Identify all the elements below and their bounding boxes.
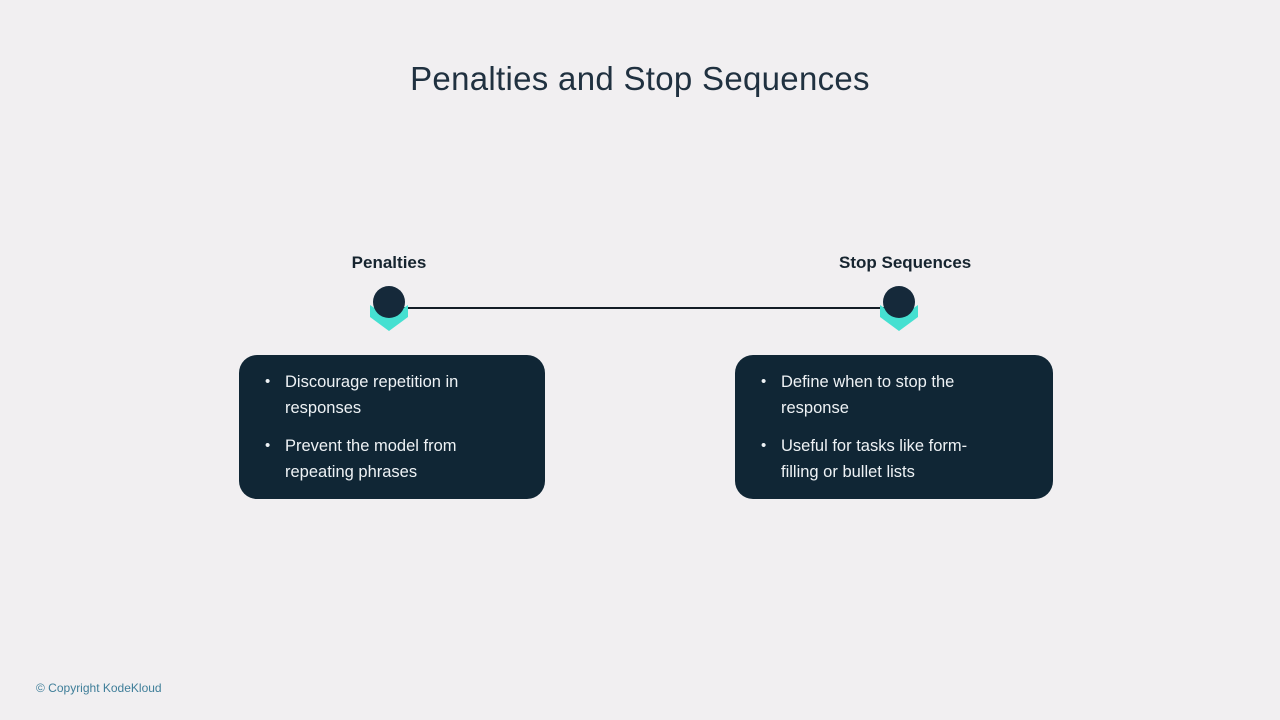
node-marker [879, 286, 919, 331]
bullet-icon: • [761, 437, 767, 454]
bullet-icon: • [761, 373, 767, 390]
bullet-icon: • [265, 437, 271, 454]
bullet-text: Useful for tasks like form- filling or b… [781, 437, 968, 481]
bullet-icon: • [265, 373, 271, 390]
list-item: • Useful for tasks like form- filling or… [753, 433, 1033, 485]
list-item: • Prevent the model from repeating phras… [257, 433, 525, 485]
copyright-text: © Copyright KodeKloud [36, 681, 162, 695]
node-circle [883, 286, 915, 318]
list-item: • Discourage repetition in responses [257, 369, 525, 421]
node-label-stop-sequences: Stop Sequences [839, 253, 972, 272]
list-item: • Define when to stop the response [753, 369, 1033, 421]
bullet-text: Discourage repetition in responses [285, 373, 459, 417]
timeline-connector-line [383, 307, 899, 309]
penalties-card: • Discourage repetition in responses • P… [239, 355, 545, 499]
bullet-text: Define when to stop the response [781, 373, 955, 417]
stop-sequences-card: • Define when to stop the response • Use… [735, 355, 1053, 499]
node-circle [373, 286, 405, 318]
bullet-text: Prevent the model from repeating phrases [285, 437, 457, 481]
slide-title: Penalties and Stop Sequences [410, 60, 870, 97]
node-marker [369, 286, 409, 331]
node-label-penalties: Penalties [351, 253, 427, 272]
